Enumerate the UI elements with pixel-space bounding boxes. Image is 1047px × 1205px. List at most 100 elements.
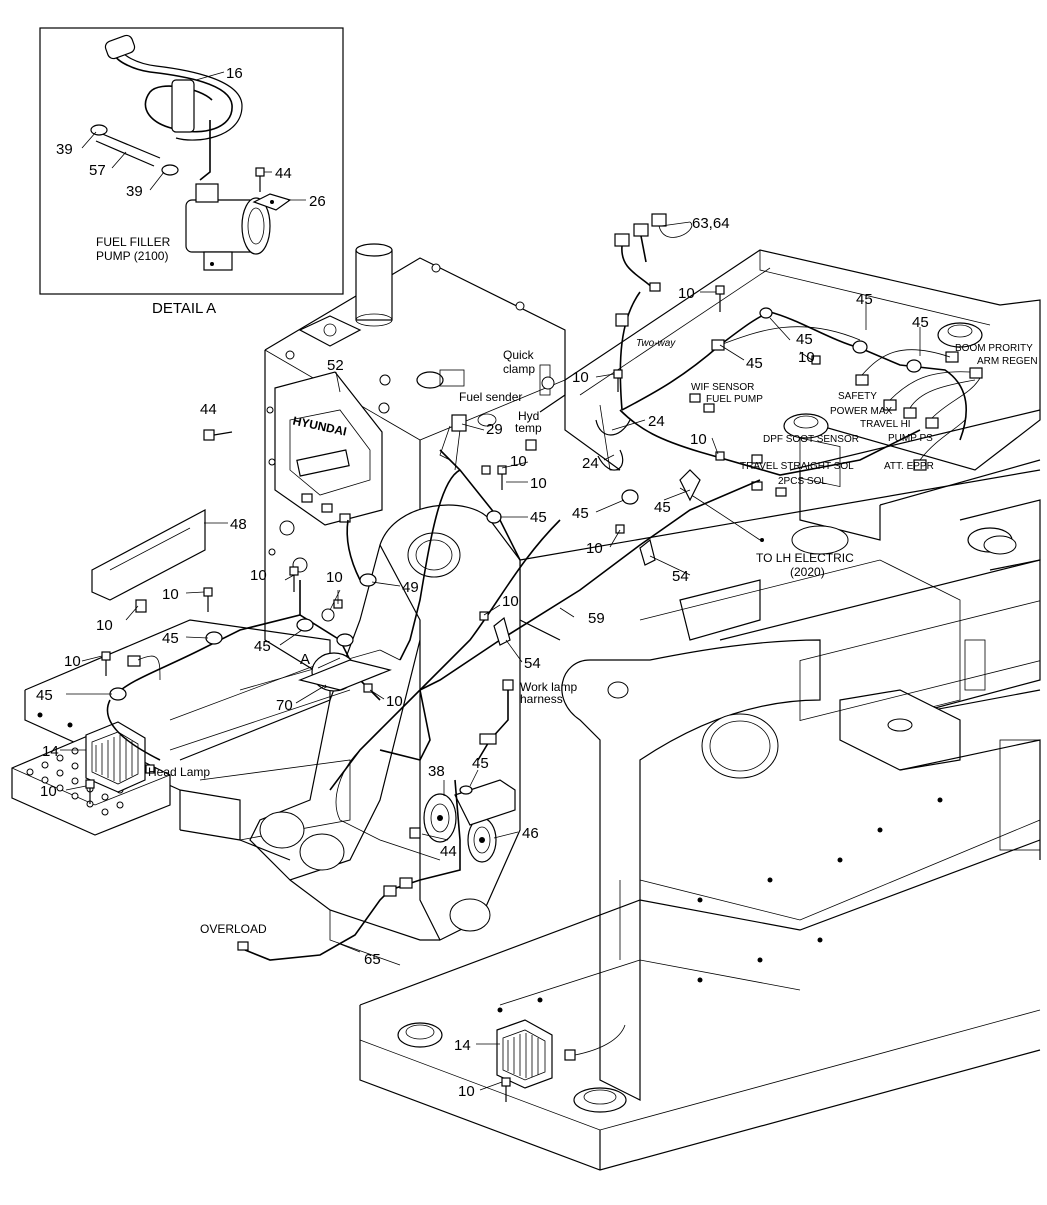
ecu-module-52: HYUNDAI — [274, 371, 383, 526]
horn-38 — [423, 793, 457, 843]
pump-label-line1: FUEL FILLER — [96, 235, 171, 249]
callout-45: 45 — [796, 331, 813, 348]
callout-10: 10 — [690, 431, 707, 448]
label-power-max: POWER MAX — [830, 406, 893, 417]
pump-label-line2: PUMP (2100) — [96, 249, 168, 263]
label-to-lh-electric: TO LH ELECTRIC — [756, 551, 854, 565]
callout-10: 10 — [326, 569, 343, 586]
frame-pad — [679, 579, 761, 641]
callout-44: 44 — [200, 401, 217, 418]
callout-57: 57 — [89, 162, 106, 179]
swing-bracket — [561, 639, 821, 1101]
clamp-39-top — [90, 124, 108, 136]
label-boom-priority: BOOM PRORITY — [955, 343, 1033, 354]
bolt-44-detail — [255, 167, 265, 192]
callout-14: 14 — [454, 1037, 471, 1054]
callout-70: 70 — [276, 697, 293, 714]
callout-10: 10 — [96, 617, 113, 634]
callout-65: 65 — [364, 951, 381, 968]
callout-54: 54 — [672, 568, 689, 585]
callout-38: 38 — [428, 763, 445, 780]
detail-a-inset: 16 39 57 39 44 26 FUEL FILLER PUMP (2100… — [39, 27, 344, 295]
horn-bracket — [454, 779, 516, 826]
callout-10: 10 — [586, 540, 603, 557]
connector-64b — [651, 213, 667, 227]
hose-down — [199, 120, 211, 181]
label-work-lamp-2: harness — [520, 692, 563, 706]
callout-49: 49 — [402, 579, 419, 596]
bracket-70 — [298, 659, 392, 691]
clamp-39-bottom — [161, 164, 179, 176]
callout-26: 26 — [309, 193, 326, 210]
label-overload: OVERLOAD — [200, 922, 267, 936]
label-fuel-pump: FUEL PUMP — [706, 394, 763, 405]
callout-10: 10 — [572, 369, 589, 386]
callout-14: 14 — [42, 743, 59, 760]
callout-46: 46 — [522, 825, 539, 842]
callout-54: 54 — [524, 655, 541, 672]
callout-45: 45 — [530, 509, 547, 526]
callout-10: 10 — [162, 586, 179, 603]
callout-63-64: 63,64 — [692, 215, 730, 232]
wiring-harness — [85, 213, 983, 1102]
callout-10: 10 — [502, 593, 519, 610]
callout-10: 10 — [64, 653, 81, 670]
callout-45: 45 — [746, 355, 763, 372]
label-work-lamp-1: Work lamp — [520, 680, 577, 694]
callout-39-b: 39 — [126, 183, 143, 200]
connector-63 — [614, 233, 630, 247]
fuel-sender — [416, 371, 444, 389]
callout-numbers: 63,64 10 45 45 45 45 10 10 52 44 29 24 2… — [36, 215, 929, 1100]
label-hyd-temp-1: Hyd — [518, 409, 539, 423]
label-to-lh-electric-code: (2020) — [790, 565, 825, 579]
pivot-left — [259, 811, 305, 849]
callout-45: 45 — [572, 505, 589, 522]
label-att-eppr: ATT. EPPR — [884, 461, 934, 472]
callout-45: 45 — [912, 314, 929, 331]
label-fuel-sender: Fuel sender — [459, 390, 522, 404]
overload-connector — [237, 941, 249, 951]
label-travel-hi: TRAVEL HI — [860, 419, 911, 430]
label-travel-straight-sol: TRAVEL STRAIGHT SOL — [740, 461, 854, 472]
callout-10: 10 — [40, 783, 57, 800]
callout-10: 10 — [678, 285, 695, 302]
head-lamp-right — [496, 1019, 576, 1089]
label-2pcs-sol: 2PCS SOL — [778, 476, 827, 487]
callout-45: 45 — [162, 630, 179, 647]
callout-a: A — [300, 651, 310, 668]
hose-end-fitting — [104, 34, 136, 60]
callout-45: 45 — [36, 687, 53, 704]
valve-block: HYUNDAI — [264, 243, 566, 681]
pivot-hole-large — [701, 713, 779, 779]
label-dpf-soot-sensor: DPF SOOT SENSOR — [763, 434, 859, 445]
pivot-right — [299, 833, 345, 871]
connector-29 — [451, 414, 467, 432]
label-head-lamp: Head Lamp — [148, 765, 210, 779]
horn-46 — [467, 817, 497, 863]
callout-59: 59 — [588, 610, 605, 627]
callout-10: 10 — [510, 453, 527, 470]
leader-lines — [60, 221, 921, 1091]
fuel-hose — [113, 49, 233, 133]
callout-52: 52 — [327, 357, 344, 374]
callout-24: 24 — [582, 455, 599, 472]
callout-24: 24 — [648, 413, 665, 430]
fuel-hose-outline — [119, 43, 243, 141]
callout-10: 10 — [798, 349, 815, 366]
clamp-16 — [171, 79, 195, 133]
callout-45: 45 — [472, 755, 489, 772]
fuel-filler-pump — [185, 183, 271, 271]
callout-39-a: 39 — [56, 141, 73, 158]
callout-48: 48 — [230, 516, 247, 533]
label-arm-regen: ARM REGEN — [977, 356, 1038, 367]
callout-45: 45 — [254, 638, 271, 655]
callout-10: 10 — [530, 475, 547, 492]
bracket-48 — [91, 509, 206, 613]
label-two-way: Two-way — [636, 338, 676, 349]
text-labels: Two-way Quick clamp Fuel sender Hyd temp… — [148, 338, 1038, 936]
label-hyd-temp-2: temp — [515, 421, 542, 435]
detail-a-frame — [39, 27, 344, 295]
callout-10: 10 — [458, 1083, 475, 1100]
